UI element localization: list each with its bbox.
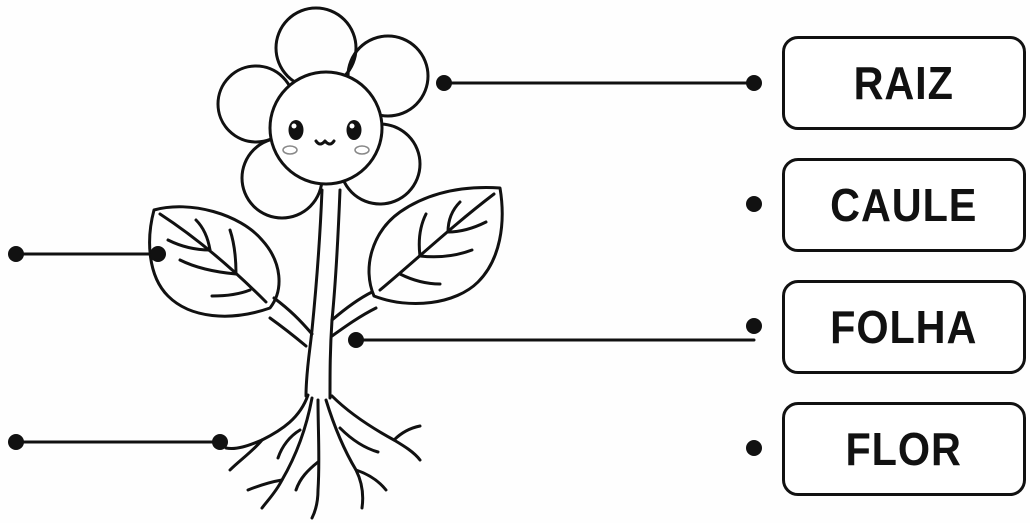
dot-stem-end[interactable] bbox=[348, 332, 364, 348]
dot-root-end[interactable] bbox=[212, 434, 228, 450]
dot-leaf-start[interactable] bbox=[8, 246, 24, 262]
left-leaf bbox=[150, 207, 279, 316]
plant-roots bbox=[226, 395, 420, 518]
connector-lines bbox=[16, 83, 754, 442]
label-text-caule: CAULE bbox=[830, 182, 977, 228]
label-text-folha: FOLHA bbox=[830, 304, 977, 350]
label-text-flor: FLOR bbox=[846, 426, 962, 472]
dot-flower-end[interactable] bbox=[436, 75, 452, 91]
flower-face bbox=[270, 72, 382, 184]
dot-leaf-end[interactable] bbox=[150, 246, 166, 262]
dot-folha[interactable] bbox=[746, 318, 762, 334]
dot-raiz[interactable] bbox=[746, 75, 762, 91]
label-box-folha[interactable]: FOLHA bbox=[782, 280, 1026, 374]
dot-caule[interactable] bbox=[746, 196, 762, 212]
label-box-caule[interactable]: CAULE bbox=[782, 158, 1026, 252]
label-text-raiz: RAIZ bbox=[854, 60, 954, 106]
label-box-flor[interactable]: FLOR bbox=[782, 402, 1026, 496]
plant-stem bbox=[270, 190, 376, 398]
dot-root-start[interactable] bbox=[8, 434, 24, 450]
dot-flor[interactable] bbox=[746, 440, 762, 456]
label-box-raiz[interactable]: RAIZ bbox=[782, 36, 1026, 130]
right-leaf bbox=[369, 188, 502, 304]
